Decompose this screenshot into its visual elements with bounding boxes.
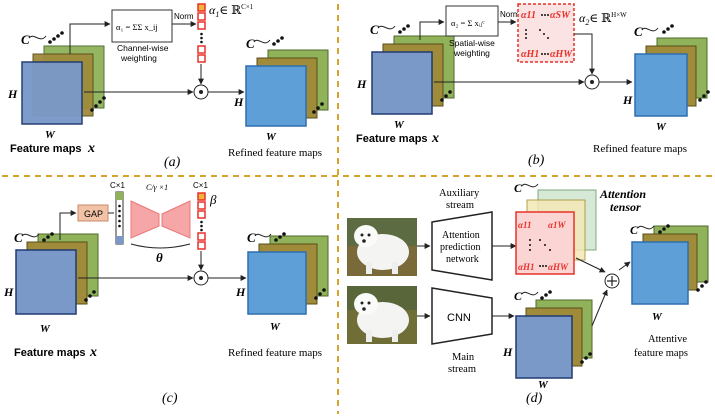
svg-text:Attentive: Attentive [648, 334, 687, 345]
panel-b: C H W Feature maps x α₂ = Σ xᵢⱼᶜ Spatial… [356, 3, 710, 168]
formula-a: α₁ = ΣΣ x_ij [116, 22, 158, 32]
svg-text:x: x [431, 131, 439, 146]
svg-text:W: W [394, 119, 405, 131]
refined-maps-c [247, 251, 307, 315]
svg-text:C×1: C×1 [110, 181, 125, 190]
dim-C: C [21, 32, 30, 47]
channel-weight-box [111, 9, 173, 43]
alpha2-matrix [517, 3, 575, 63]
fmap-blue-c [15, 249, 77, 315]
svg-text:weighting: weighting [453, 48, 490, 58]
svg-text:prediction: prediction [440, 242, 481, 253]
svg-text:Refined feature maps: Refined feature maps [228, 347, 322, 359]
panel-label-a: (a) [164, 155, 181, 170]
svg-text:network: network [446, 254, 479, 265]
svg-text:W: W [538, 379, 549, 391]
attention-prediction-network [431, 211, 493, 281]
bottleneck-mlp [130, 200, 160, 239]
svg-text:W: W [270, 321, 281, 333]
attention-tensor [515, 211, 575, 275]
panel-label-b: (b) [528, 153, 545, 168]
dim-H: H [7, 87, 18, 101]
svg-text:CNN: CNN [447, 312, 471, 324]
svg-text:αSW: αSW [550, 10, 571, 21]
svg-text:stream: stream [448, 364, 476, 375]
svg-text:α1W: α1W [548, 220, 566, 230]
svg-text:x: x [89, 345, 97, 360]
svg-text:Feature maps: Feature maps [356, 133, 428, 145]
dots-side [90, 96, 106, 112]
svg-text:Refined feature maps: Refined feature maps [593, 143, 687, 155]
channel-box-label-2: weighting [120, 53, 157, 63]
svg-text:H: H [502, 345, 513, 359]
svg-text:C: C [630, 223, 639, 237]
svg-text:H: H [622, 93, 633, 107]
svg-text:W: W [652, 311, 663, 323]
beta-vector [197, 192, 206, 250]
panel-label-d: (d) [526, 391, 543, 406]
svg-text:C: C [514, 289, 523, 303]
svg-text:Main: Main [452, 352, 475, 363]
svg-text:W: W [656, 121, 667, 133]
svg-text:C×1: C×1 [193, 181, 208, 190]
svg-text:W: W [266, 131, 277, 143]
svg-text:αH1: αH1 [521, 49, 539, 60]
svg-text:α₂ = Σ xᵢⱼᶜ: α₂ = Σ xᵢⱼᶜ [451, 18, 485, 28]
svg-text:θ: θ [156, 250, 163, 265]
svg-text:tensor: tensor [610, 200, 641, 214]
svg-text:β: β [209, 192, 217, 207]
panel-a: C H W Feature maps x α₁ = ΣΣ x_ij Channe… [7, 3, 329, 170]
channel-box-label-1: Channel-wise [117, 43, 169, 53]
svg-text:α11: α11 [521, 10, 536, 21]
dim-W: W [45, 129, 56, 141]
svg-text:stream: stream [446, 200, 474, 211]
svg-text:feature maps: feature maps [634, 348, 688, 359]
fmap-blue [21, 61, 83, 125]
main-features [515, 315, 573, 379]
svg-text:H: H [356, 77, 367, 91]
svg-text:H: H [3, 285, 14, 299]
svg-text:Spatial-wise: Spatial-wise [449, 38, 495, 48]
refined-maps-b [634, 53, 688, 117]
panel-c: C H W Feature maps x GAP C×1 C/γ ×1 θ C×… [3, 181, 329, 406]
svg-text:C: C [370, 22, 379, 37]
svg-text:αH1: αH1 [518, 262, 534, 272]
panel-label-c: (c) [162, 391, 178, 406]
alpha2-def: α2∈ ℝH×W [579, 11, 627, 27]
dog-image-main [347, 286, 417, 344]
dots-top [48, 31, 64, 44]
svg-text:α11: α11 [518, 220, 531, 230]
svg-text:C: C [634, 24, 643, 39]
svg-text:Feature maps: Feature maps [14, 347, 86, 359]
svg-text:GAP: GAP [84, 209, 103, 219]
svg-text:αHW: αHW [550, 49, 573, 60]
svg-text:H: H [235, 285, 246, 299]
x-symbol: x [87, 141, 95, 156]
spatial-weight-box [445, 5, 499, 37]
refined-maps-a [245, 65, 307, 127]
svg-text:Attention: Attention [442, 230, 480, 241]
svg-text:C: C [246, 36, 255, 51]
svg-text:C/γ ×1: C/γ ×1 [146, 183, 168, 192]
attentive-maps [631, 241, 689, 305]
svg-text:αHW: αHW [548, 262, 569, 272]
svg-text:Norm: Norm [500, 10, 520, 19]
alpha1-vector [197, 3, 206, 63]
feature-maps-label: Feature maps [10, 143, 82, 155]
svg-text:C: C [14, 230, 23, 245]
panel-d: Auxiliary stream Attention prediction ne… [347, 181, 709, 406]
norm-a: Norm [174, 12, 194, 21]
svg-text:C: C [247, 230, 256, 245]
svg-text:W: W [40, 323, 51, 335]
svg-text:Attention: Attention [599, 187, 646, 201]
dog-image-aux [347, 218, 417, 276]
refined-label-a: Refined feature maps [228, 147, 322, 159]
svg-text:H: H [233, 95, 244, 109]
svg-text:Auxiliary: Auxiliary [439, 188, 480, 199]
svg-text:C: C [514, 181, 523, 195]
fmap-blue-b [371, 51, 433, 115]
alpha1-def: α1∈ ℝC×1 [209, 3, 254, 19]
cnn-block [431, 287, 493, 345]
